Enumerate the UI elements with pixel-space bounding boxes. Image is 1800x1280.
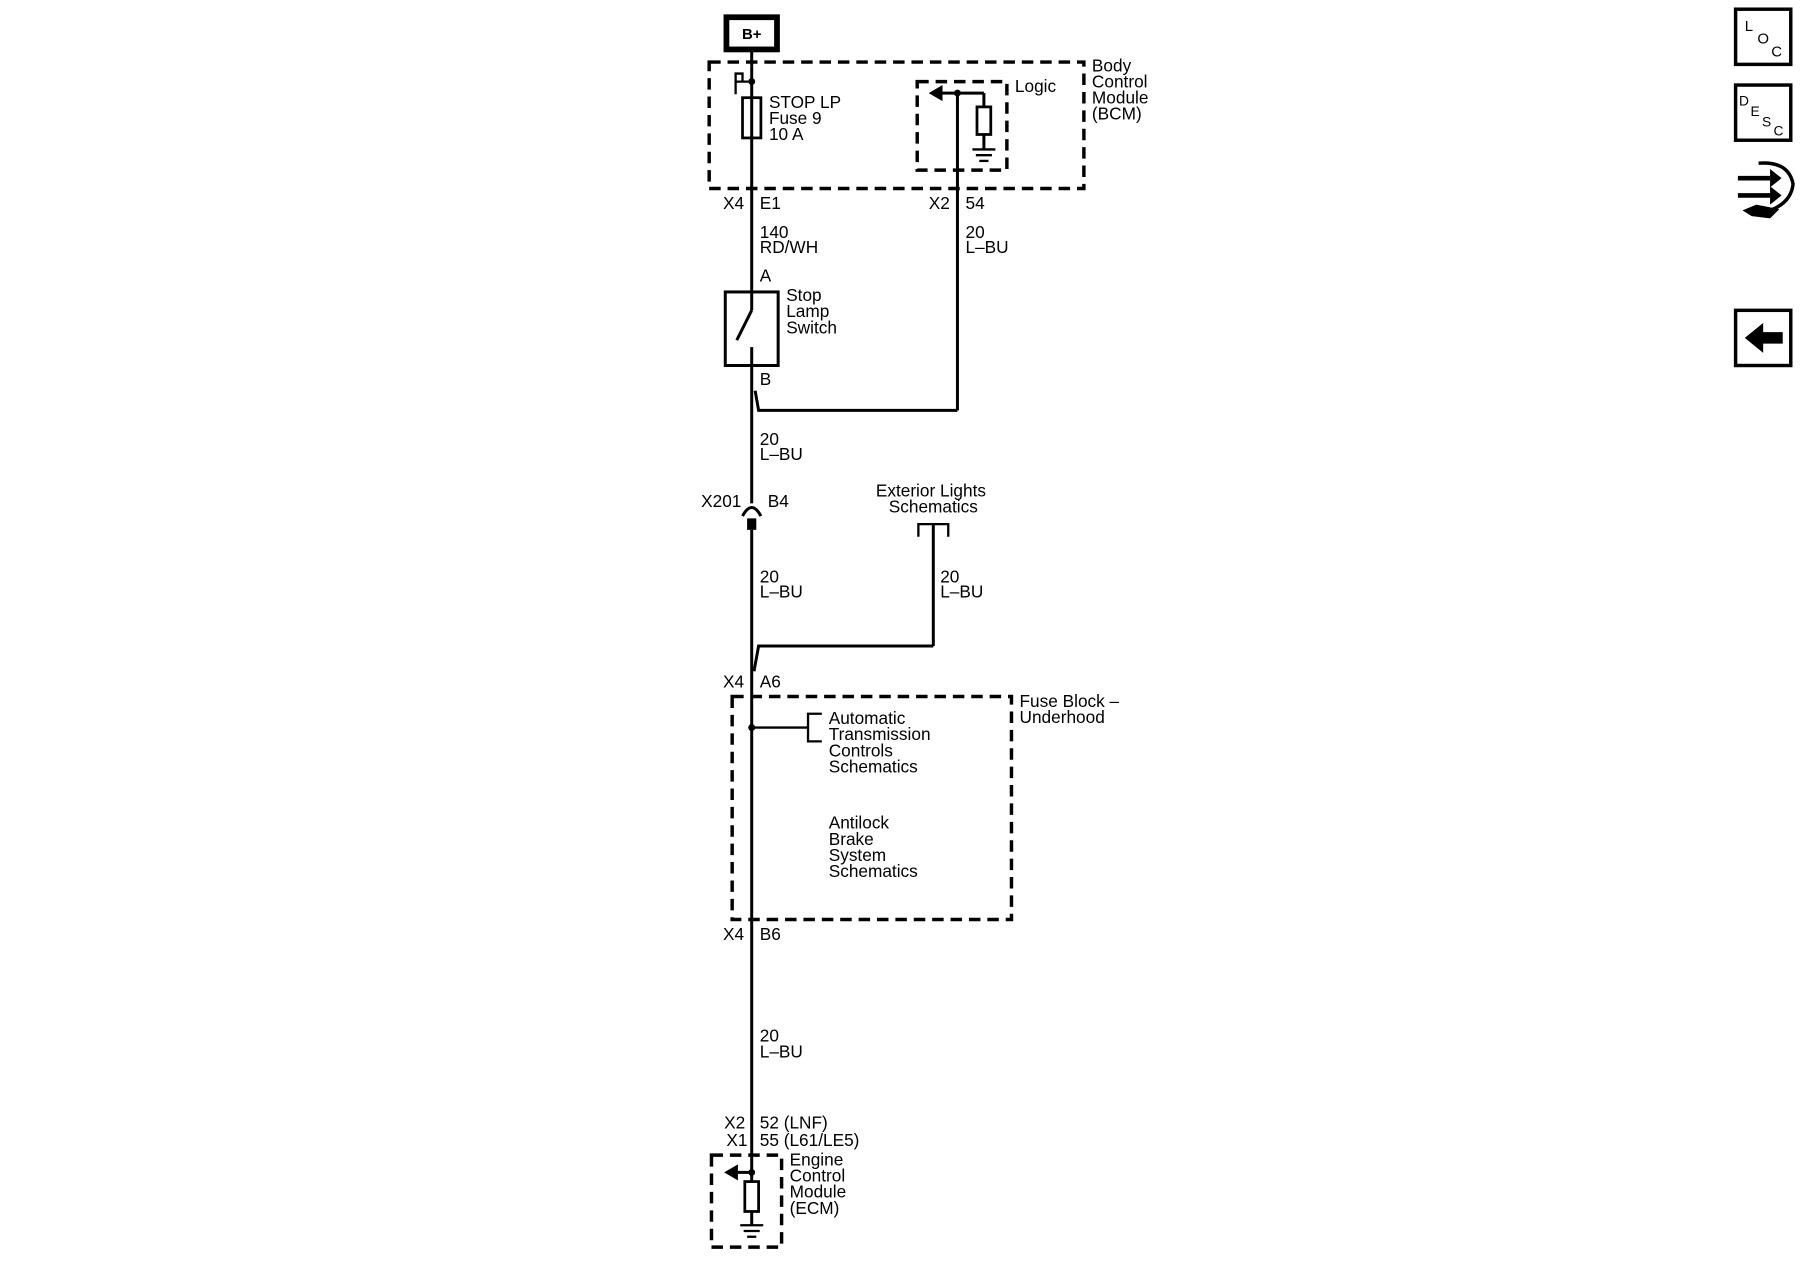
bcm-conn-right: X2 (929, 193, 950, 213)
battery-positive-terminal: B+ (723, 14, 780, 53)
ecm-module-outline (709, 1153, 784, 1249)
ecm-pin-2: 55 (L61/LE5) (760, 1130, 860, 1150)
fuseblock-conn-top: X4 (723, 671, 744, 691)
fuse-block-name: Fuse Block – Underhood (1020, 691, 1124, 727)
connector-tool-icon (1737, 161, 1795, 219)
switch-pin-a: A (760, 266, 772, 286)
svg-text:L: L (1745, 18, 1753, 35)
inline-connector-x201 (741, 506, 763, 530)
desc-button[interactable]: D E S C (1733, 83, 1793, 142)
loc-icon: L O C (1745, 18, 1782, 60)
wire-ecm-lbu: 20 L–BU (760, 1025, 803, 1061)
bcm-conn-left: X4 (723, 193, 744, 213)
bcm-logic-outline (915, 79, 1009, 172)
fuse-label: STOP LP Fuse 9 10 A (769, 92, 846, 144)
x201-pin: B4 (768, 491, 789, 511)
fuseblock-pin-bottom: B6 (760, 924, 781, 944)
wire-bcm-lbu: 20 L–BU (965, 222, 1008, 257)
switch-pin-b: B (760, 369, 772, 389)
stop-lamp-switch (723, 290, 780, 368)
bcm-name: Body Control Module (BCM) (1092, 55, 1153, 123)
ecm-conn-1: X2 (724, 1113, 745, 1133)
fuseblock-conn-bottom: X4 (723, 924, 744, 944)
connector-tool-button[interactable] (1737, 161, 1795, 219)
svg-text:S: S (1762, 114, 1771, 129)
ecm-conn-2: X1 (726, 1130, 747, 1150)
atc-schematics-ref: Automatic Transmission Controls Schemati… (829, 708, 936, 776)
fuseblock-pin-top: A6 (760, 671, 781, 691)
wire-exterior-lbu: 20 L–BU (940, 567, 983, 602)
wire-x201-lbu: 20 L–BU (760, 567, 803, 602)
abs-schematics-ref: Antilock Brake System Schematics (829, 813, 918, 881)
svg-text:E: E (1751, 104, 1760, 119)
bcm-module-outline (707, 60, 1086, 191)
wire-switch-lbu: 20 L–BU (760, 429, 803, 464)
bcm-pin-left: E1 (760, 193, 781, 213)
atc-branch (748, 712, 822, 743)
back-arrow-icon (1744, 322, 1783, 353)
x201-label: X201 (701, 491, 741, 511)
svg-text:C: C (1774, 124, 1784, 139)
bcm-logic-input-symbol (928, 85, 996, 163)
ecm-name: Engine Control Module (ECM) (790, 1149, 851, 1217)
switch-name: Stop Lamp Switch (786, 285, 837, 337)
ecm-input-symbol (724, 1164, 764, 1238)
ecm-pin-1: 52 (LNF) (760, 1113, 828, 1133)
stop-lp-fuse (734, 66, 763, 140)
logic-label: Logic (1015, 76, 1057, 96)
bcm-pin-right: 54 (965, 193, 985, 213)
fuse-block-outline (730, 694, 1014, 922)
svg-text:D: D (1739, 94, 1749, 109)
exterior-lights-ref: Exterior Lights Schematics (876, 481, 991, 517)
desc-icon: D E S C (1739, 94, 1783, 139)
svg-text:B+: B+ (742, 26, 762, 43)
back-button[interactable] (1733, 308, 1793, 368)
loc-button[interactable]: L O C (1733, 7, 1793, 67)
svg-text:O: O (1757, 31, 1769, 48)
svg-text:C: C (1771, 43, 1782, 60)
wire-140-rdwh: 140 RD/WH (760, 222, 818, 257)
